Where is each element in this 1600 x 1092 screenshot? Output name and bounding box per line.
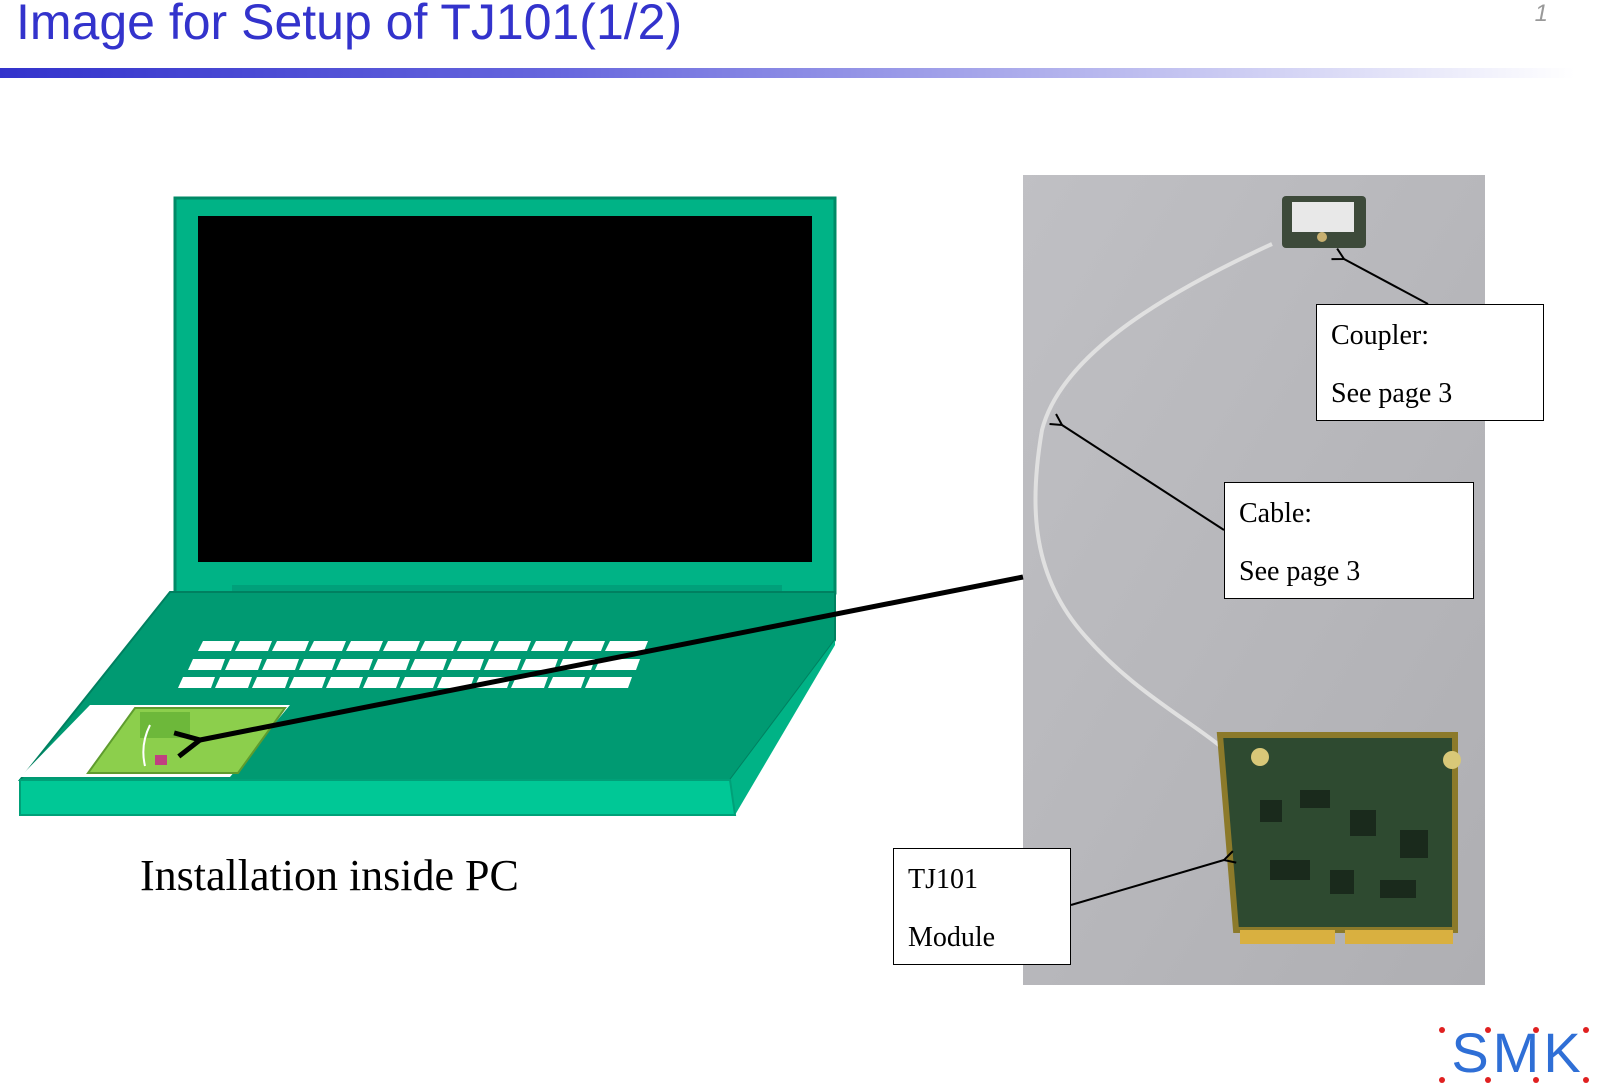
module-callout: TJ101 Module [893, 848, 1071, 965]
cable-callout-title: Cable: [1239, 498, 1313, 529]
cable-callout: Cable: See page 3 [1224, 482, 1474, 599]
installation-caption: Installation inside PC [140, 851, 519, 900]
module-arrow [1070, 860, 1224, 906]
cable-callout-ref: See page 3 [1239, 556, 1361, 587]
installation-arrow [200, 574, 1024, 740]
module-callout-title: TJ101 [908, 864, 978, 895]
module-callout-subtitle: Module [908, 922, 996, 953]
coupler-callout-title: Coupler: [1331, 320, 1429, 351]
logo-dots-icon [1439, 1027, 1589, 1083]
coupler-callout: Coupler: See page 3 [1316, 304, 1544, 421]
laptop-illustration [17, 196, 837, 816]
smk-logo: SMK [1428, 1020, 1598, 1086]
logo-text: SMK [1451, 1021, 1585, 1084]
cable-part [1033, 242, 1273, 752]
cable-arrow [1062, 425, 1225, 531]
page-number: 1 [1534, 0, 1548, 27]
coupler-arrow [1344, 259, 1429, 305]
title-underline [0, 68, 1575, 78]
coupler-callout-ref: See page 3 [1331, 378, 1453, 409]
laptop-screen [198, 216, 812, 562]
slide-title: Image for Setup of TJ101(1/2) [16, 0, 683, 50]
